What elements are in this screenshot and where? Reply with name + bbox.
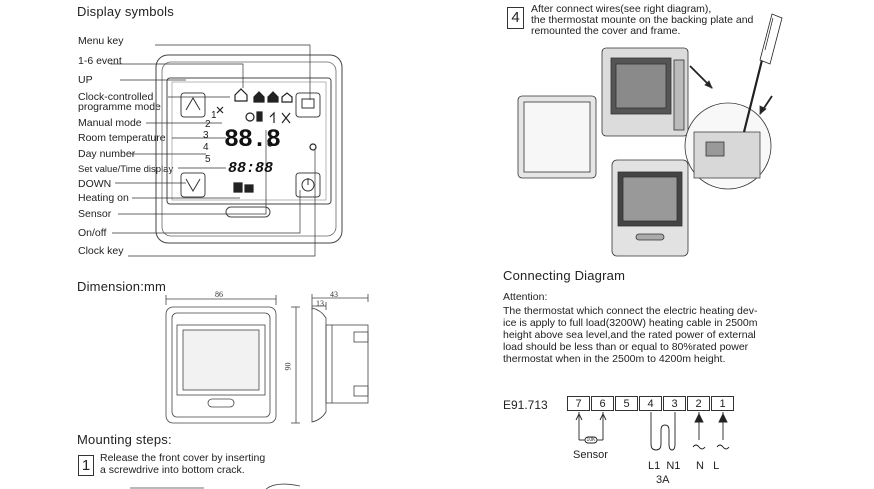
label-heating-on: Heating on xyxy=(78,192,129,204)
dimension-depth-inner: 13 xyxy=(316,299,324,308)
mounting-step-1-line-2: a screwdrive into bottom crack. xyxy=(100,464,245,476)
attention-label: Attention: xyxy=(503,291,548,303)
mounting-step-1-text: Release the front cover by inserting a s… xyxy=(100,452,265,476)
event-number-4: 4 xyxy=(203,142,209,153)
connecting-diagram-title: Connecting Diagram xyxy=(503,268,626,283)
dimension-depth: 43 xyxy=(330,290,338,299)
attention-line-5: thermostat when in the 2500m to 4200m he… xyxy=(503,353,726,365)
label-set-value: Set value/Time display xyxy=(78,164,174,175)
label-up: UP xyxy=(78,74,93,86)
dimension-title: Dimension:mm xyxy=(77,279,167,294)
lcd-time-display: 88:88 xyxy=(228,160,274,177)
label-on-off: On/off xyxy=(78,227,107,239)
label-day-number: Day number xyxy=(78,148,136,160)
mounting-step-1-number: 1 xyxy=(78,455,94,476)
attention-line-2: ice is apply to full load(3200W) heating… xyxy=(503,317,758,329)
sensor-label: Sensor xyxy=(573,449,608,461)
terminal-6: 6 xyxy=(591,396,614,411)
model-number: E91.713 xyxy=(503,398,548,412)
label-sensor: Sensor xyxy=(78,208,112,220)
label-event: 1-6 event xyxy=(78,55,122,67)
terminal-block: 7 6 5 4 3 2 1 xyxy=(567,396,737,412)
attention-text: The thermostat which connect the electri… xyxy=(503,305,757,365)
mounting-title: Mounting steps: xyxy=(77,432,172,447)
display-symbols-title: Display symbols xyxy=(77,4,174,19)
mounting-step-4-number: 4 xyxy=(507,7,524,29)
terminal-2: 2 xyxy=(687,396,710,411)
label-room-temperature: Room temperature xyxy=(78,132,166,144)
attention-line-4: load should be less than or equal to 80%… xyxy=(503,341,749,353)
mounting-step-4-line-2: the thermostat mounte on the backing pla… xyxy=(531,14,754,26)
mounting-step-4-line-3: remounted the cover and frame. xyxy=(531,25,681,37)
attention-line-1: The thermostat which connect the electri… xyxy=(503,305,758,317)
terminal-3: 3 xyxy=(663,396,686,411)
label-programme-mode: programme mode xyxy=(78,101,161,113)
load-current-label: 3A xyxy=(656,474,670,486)
power-terminal-labels: N L xyxy=(696,460,720,472)
label-menu-key: Menu key xyxy=(78,35,124,47)
lcd-room-temperature: 88.8 xyxy=(224,125,281,154)
sensor-resistor-label: 10K xyxy=(586,437,596,443)
dimension-width: 86 xyxy=(215,290,223,299)
event-number-1: 1 xyxy=(211,110,217,121)
label-clock-key: Clock key xyxy=(78,245,124,257)
attention-line-3: height above sea level,and the rated pow… xyxy=(503,329,756,341)
label-clock-controlled: Clock-controlled xyxy=(78,91,154,103)
load-terminal-labels: L1 N1 xyxy=(648,460,681,472)
mounting-step-4-line-1: After connect wires(see right diagram), xyxy=(531,3,712,15)
terminal-1: 1 xyxy=(711,396,734,411)
label-manual-mode: Manual mode xyxy=(78,117,142,129)
terminal-5: 5 xyxy=(615,396,638,411)
terminal-7: 7 xyxy=(567,396,590,411)
mounting-step-4-text: After connect wires(see right diagram), … xyxy=(531,4,753,37)
event-number-2: 2 xyxy=(205,119,211,130)
event-number-5: 5 xyxy=(205,154,211,165)
label-down: DOWN xyxy=(78,178,112,190)
mounting-step-1-line-1: Release the front cover by inserting xyxy=(100,452,266,464)
event-number-3: 3 xyxy=(203,130,209,141)
terminal-4: 4 xyxy=(639,396,662,411)
